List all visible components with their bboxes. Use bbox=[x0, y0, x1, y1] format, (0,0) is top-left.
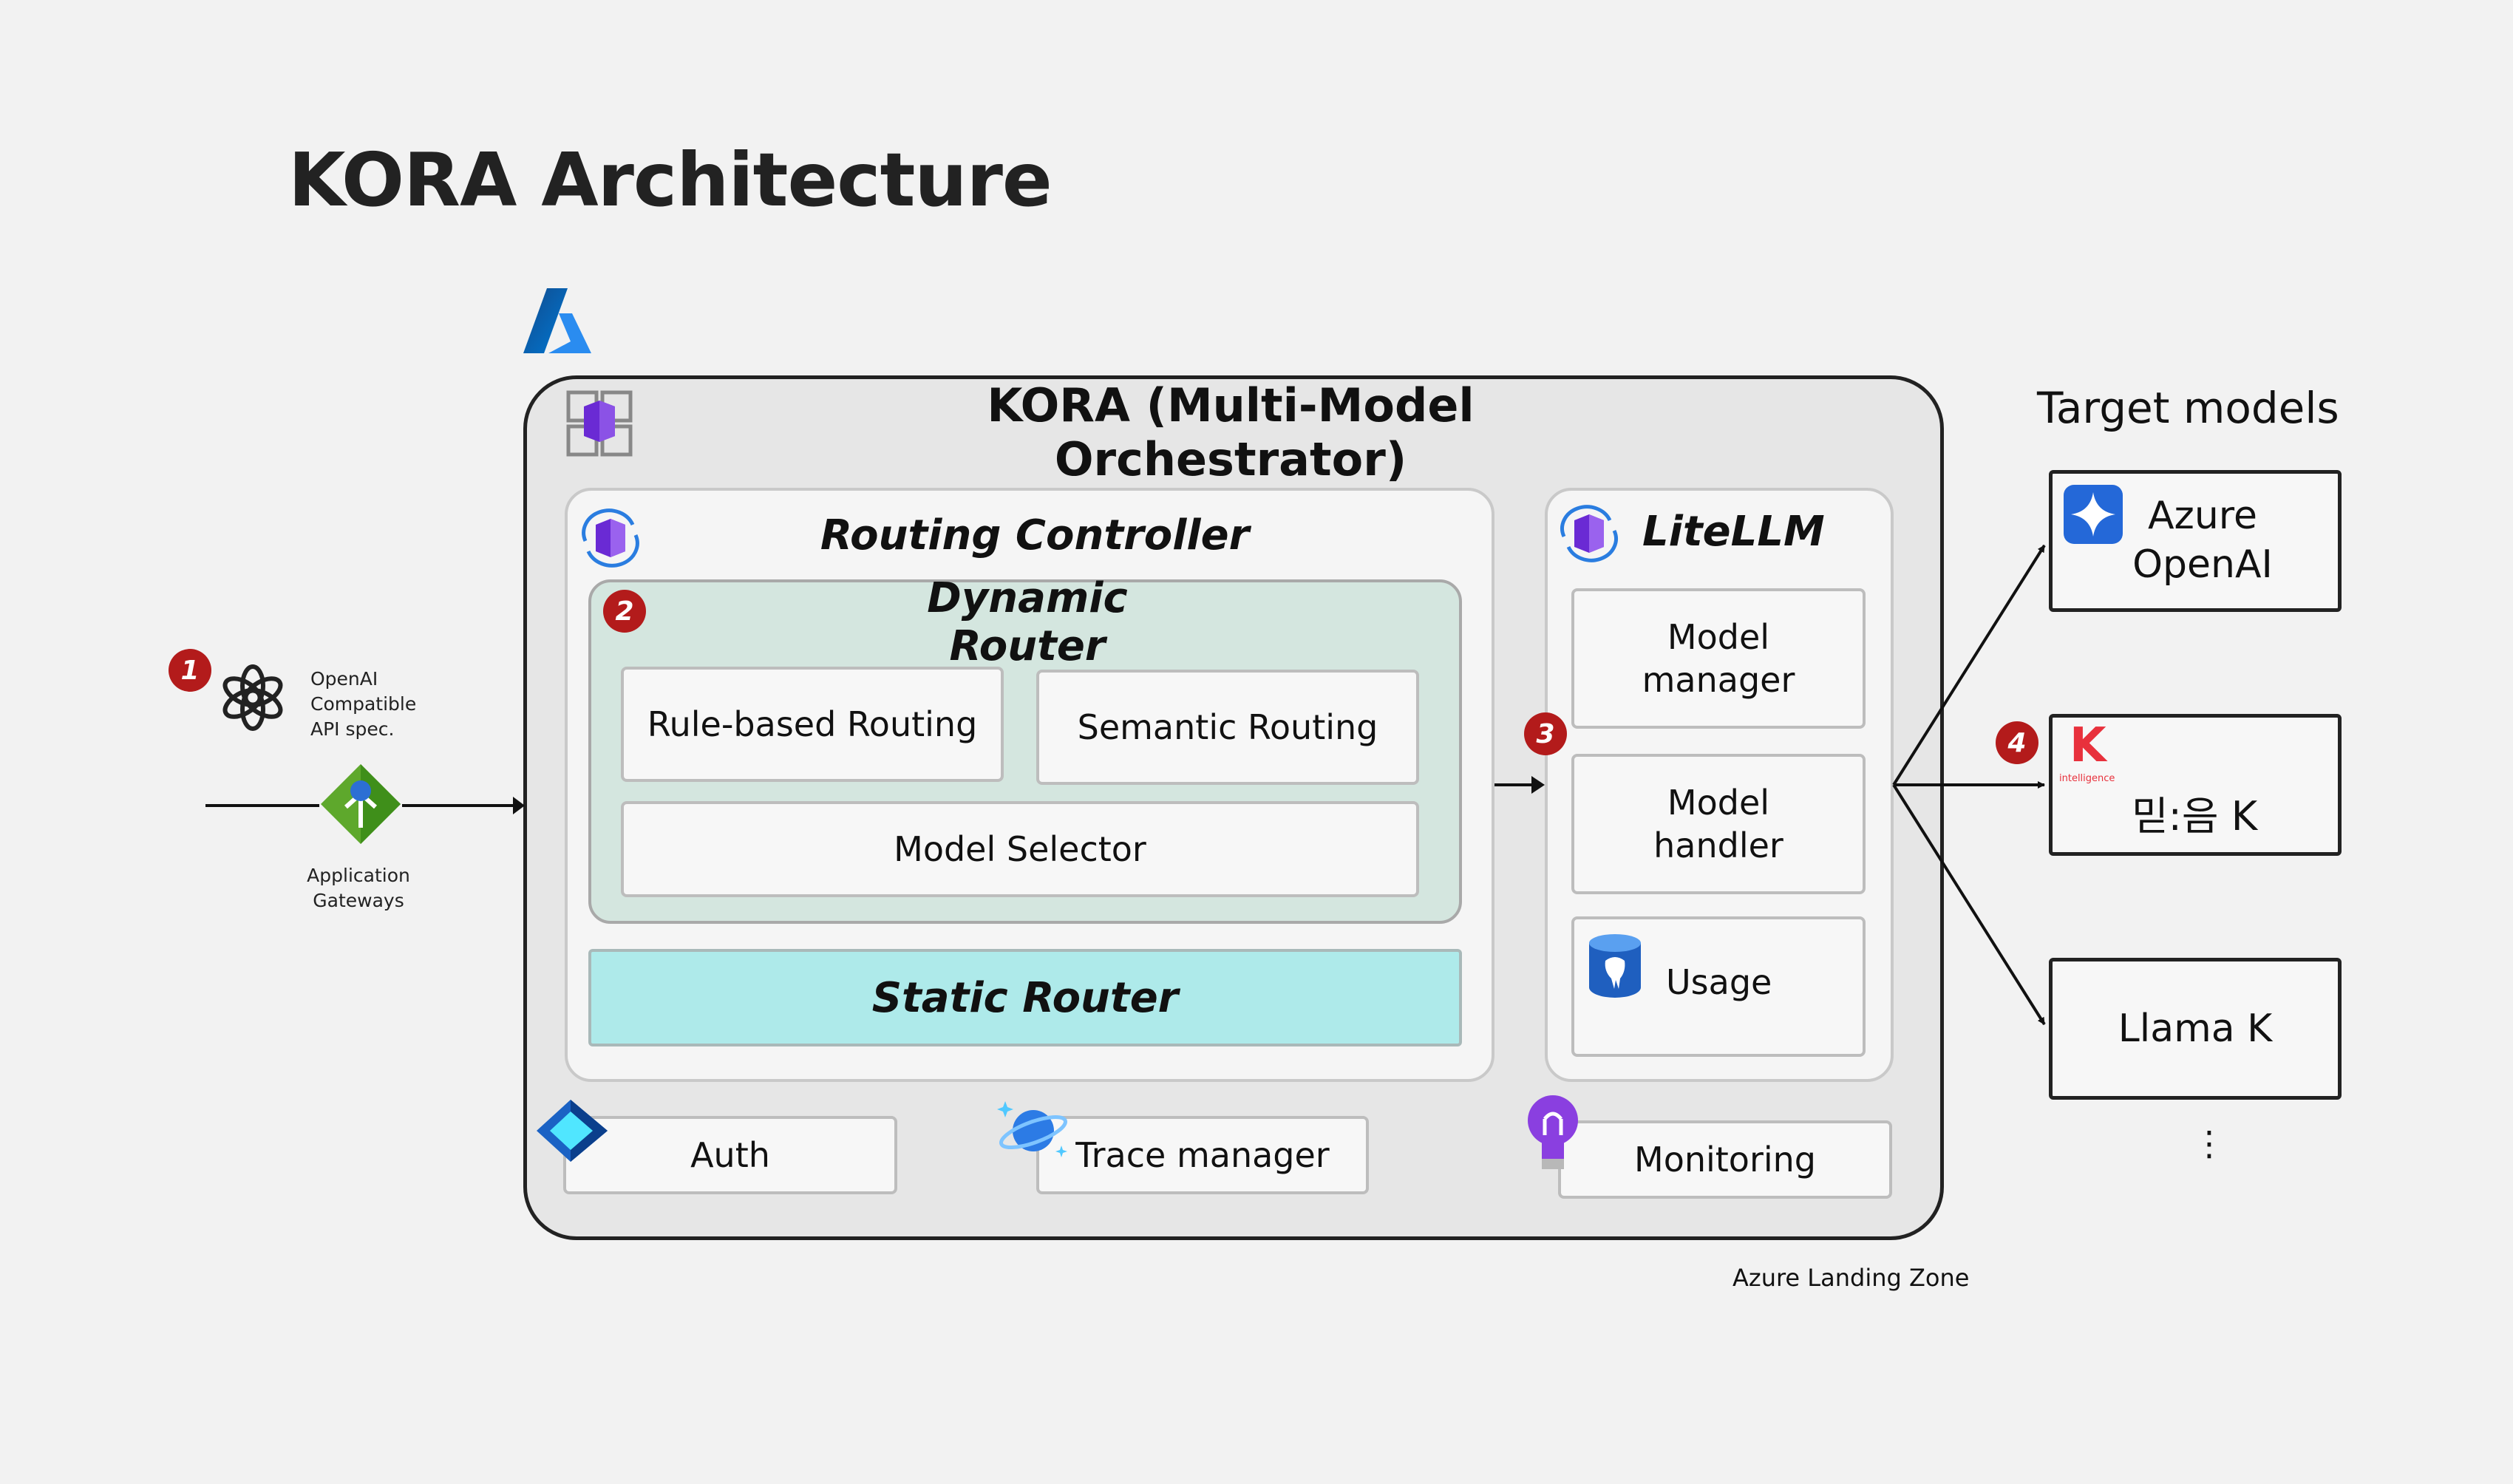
page-title: KORA Architecture bbox=[288, 137, 1053, 223]
mideum-k-target bbox=[2049, 714, 2342, 856]
model-selector-box: Model Selector bbox=[621, 801, 1419, 897]
step-badge-3: 3 bbox=[1524, 712, 1567, 755]
litellm-icon bbox=[1560, 505, 1618, 562]
azure-openai-label: Azure OpenAI bbox=[2132, 494, 2273, 587]
litellm-title: LiteLLM bbox=[1642, 508, 1825, 556]
azure-landing-zone-label: Azure Landing Zone bbox=[1732, 1264, 1970, 1292]
openai-api-label: OpenAI Compatible API spec. bbox=[310, 668, 417, 740]
target-models-heading: Target models bbox=[2037, 383, 2339, 433]
trace-planet-icon bbox=[997, 1101, 1067, 1157]
monitoring-bulb-icon bbox=[1528, 1095, 1578, 1169]
more-models-ellipsis: ⋮ bbox=[2192, 1123, 2226, 1163]
application-gateway-label: Application Gateways bbox=[307, 865, 410, 911]
k-intelligence-logo: K bbox=[2070, 718, 2106, 773]
monitoring-box: Monitoring bbox=[1558, 1120, 1892, 1199]
semantic-routing-box: Semantic Routing bbox=[1036, 670, 1419, 785]
usage-label: Usage bbox=[1666, 962, 1772, 1002]
mideum-k-label: 믿:음 K bbox=[2132, 793, 2258, 840]
orchestrator-icon bbox=[566, 390, 633, 457]
azure-openai-icon bbox=[2064, 485, 2123, 544]
model-handler-box: Model handler bbox=[1571, 754, 1866, 894]
application-gateway-icon bbox=[321, 764, 401, 844]
routing-controller-title: Routing Controller bbox=[820, 511, 1250, 559]
static-router-box: Static Router bbox=[588, 949, 1462, 1046]
step-badge-1: 1 bbox=[169, 649, 211, 692]
model-manager-box: Model manager bbox=[1571, 588, 1866, 729]
step-badge-4: 4 bbox=[1996, 721, 2038, 764]
auth-diamond-icon bbox=[537, 1100, 608, 1162]
auth-box: Auth bbox=[563, 1116, 897, 1194]
trace-manager-box: Trace manager bbox=[1036, 1116, 1369, 1194]
step-badge-2: 2 bbox=[603, 590, 646, 633]
rule-based-routing-box: Rule-based Routing bbox=[621, 667, 1004, 782]
azure-logo-icon bbox=[523, 288, 591, 353]
openai-logo-icon bbox=[222, 664, 283, 731]
llama-k-target: Llama K bbox=[2049, 958, 2342, 1100]
routing-controller-icon bbox=[582, 508, 639, 568]
k-intelligence-sub: intelligence bbox=[2059, 773, 2115, 784]
database-icon bbox=[1589, 934, 1641, 998]
